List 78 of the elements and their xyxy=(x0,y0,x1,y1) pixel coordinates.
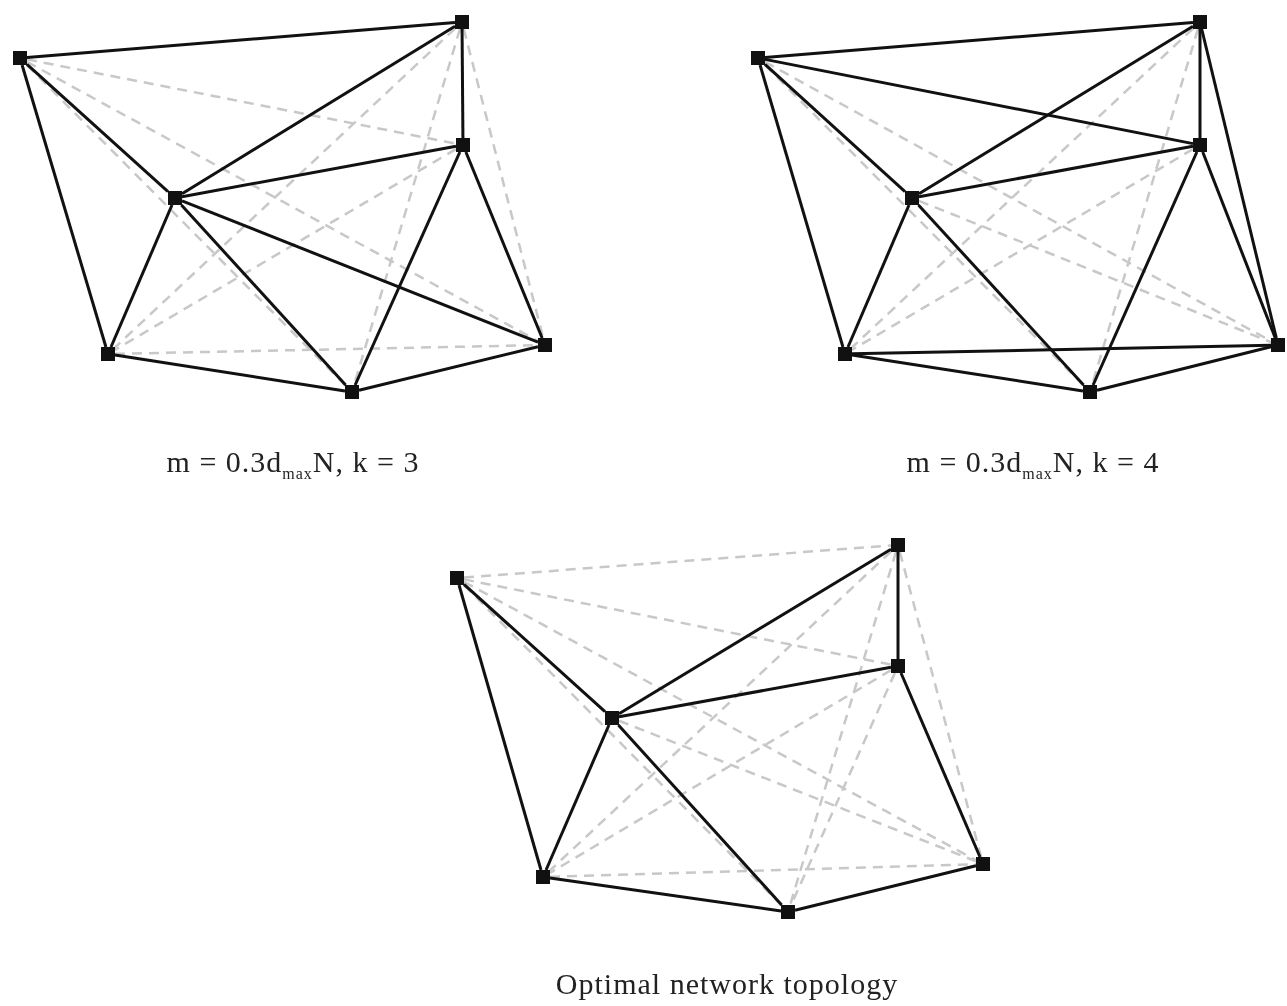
dashed-line xyxy=(788,551,898,906)
caption: m = 0.3d$_{max}$N, k = 3 xyxy=(166,445,420,483)
network-node xyxy=(891,538,905,552)
network-link xyxy=(463,583,606,713)
network-link xyxy=(1091,151,1199,386)
dashed-line xyxy=(851,148,1194,351)
network-link xyxy=(460,29,465,138)
dashed-line xyxy=(463,580,977,862)
network-node xyxy=(891,659,905,673)
network-node xyxy=(168,191,182,205)
dashed-line xyxy=(549,550,892,872)
network-link xyxy=(851,343,1272,356)
dashed-line xyxy=(26,60,539,343)
network-link xyxy=(618,665,892,719)
network-node xyxy=(538,338,552,352)
dashed-line xyxy=(549,669,892,874)
network-node xyxy=(450,571,464,585)
dashed-line xyxy=(114,148,457,351)
network-link xyxy=(109,204,174,348)
network-node xyxy=(751,51,765,65)
network-node xyxy=(13,51,27,65)
network-link xyxy=(918,144,1194,199)
dashed-line xyxy=(114,27,456,349)
dashed-line xyxy=(851,27,1194,349)
network-link xyxy=(464,151,544,339)
network-link xyxy=(1200,28,1278,339)
network-link xyxy=(549,876,782,913)
network-link xyxy=(181,199,539,344)
caption: Optimal network topology xyxy=(555,967,899,1001)
network-link xyxy=(26,63,169,193)
network-link xyxy=(181,144,457,199)
network-node xyxy=(345,385,359,399)
network-node xyxy=(838,347,852,361)
dashed-line xyxy=(549,862,977,879)
network-node xyxy=(1271,338,1285,352)
caption: m = 0.3d$_{max}$N, k = 4 xyxy=(906,445,1160,483)
network-link xyxy=(764,57,1194,146)
network-link xyxy=(764,63,906,193)
network-link xyxy=(457,584,543,871)
network-link xyxy=(618,547,892,716)
network-node xyxy=(605,711,619,725)
network-link xyxy=(181,25,456,195)
network-node xyxy=(905,191,919,205)
network-link xyxy=(846,204,911,348)
network-node xyxy=(1193,138,1207,152)
dashed-line xyxy=(898,551,983,858)
network-node xyxy=(781,905,795,919)
network-link xyxy=(353,151,462,386)
network-link xyxy=(918,25,1194,195)
network-link xyxy=(758,64,845,348)
network-node xyxy=(455,15,469,29)
network-link xyxy=(1198,29,1202,138)
dashed-line xyxy=(618,719,977,863)
network-link xyxy=(896,552,900,659)
network-link xyxy=(794,864,977,912)
network-link xyxy=(114,353,346,393)
network-link xyxy=(851,353,1084,393)
network-link xyxy=(544,724,611,871)
dashed-line xyxy=(918,199,1272,344)
network-node xyxy=(1193,15,1207,29)
network-node xyxy=(456,138,470,152)
network-link xyxy=(1201,151,1277,339)
network-link xyxy=(358,345,539,392)
network-link xyxy=(764,21,1194,59)
dashed-line xyxy=(463,544,892,579)
network-link xyxy=(26,21,456,59)
dashed-line xyxy=(26,58,457,145)
network-link xyxy=(20,64,108,348)
network-node xyxy=(1083,385,1097,399)
network-link xyxy=(1096,345,1272,392)
network-link xyxy=(180,204,347,386)
network-link xyxy=(617,724,783,906)
network-node xyxy=(976,857,990,871)
network-link xyxy=(899,672,982,858)
dashed-line xyxy=(463,578,892,666)
network-link xyxy=(917,204,1085,386)
network-node xyxy=(536,870,550,884)
network-node xyxy=(101,347,115,361)
